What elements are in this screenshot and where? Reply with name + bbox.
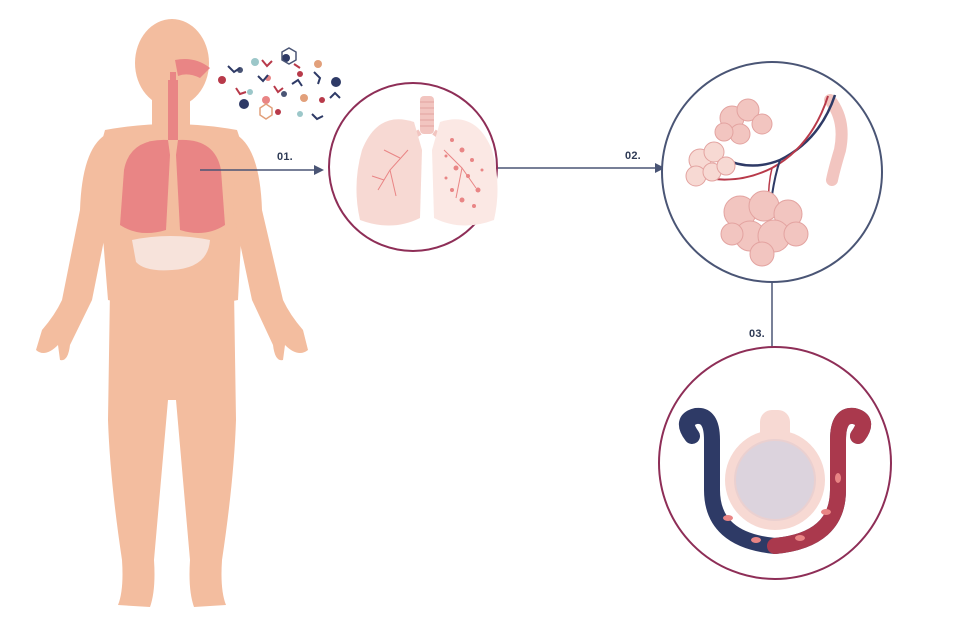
step-label-02: 02. [625,150,641,162]
particle-cloud-icon [218,48,341,119]
lungs-circle [329,83,498,251]
step-label-03: 03. [749,328,765,340]
capillary-circle [659,347,891,579]
alveoli-circle [662,62,882,282]
human-body-icon [36,19,308,607]
step-label-01: 01. [277,151,293,163]
